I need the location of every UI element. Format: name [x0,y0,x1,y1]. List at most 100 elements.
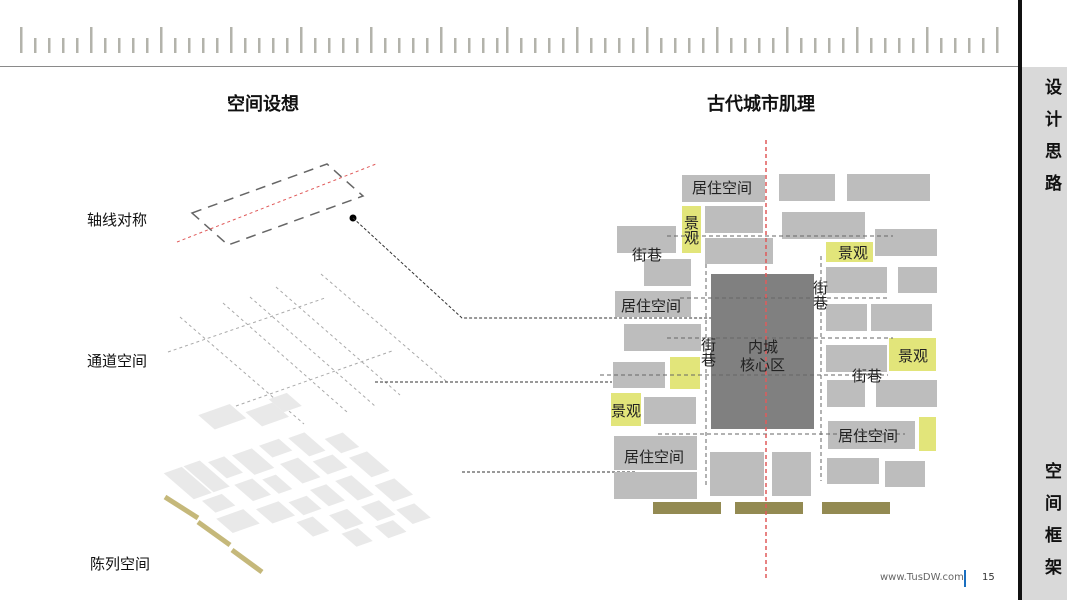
map-label-residential: 居住空间 [624,448,685,466]
landscape-block [826,242,873,262]
display-block [361,500,396,522]
ruler-tick [76,38,79,53]
ruler-tick [954,38,957,53]
ruler-tick [426,38,429,53]
ruler-tick [646,27,649,53]
ruler-tick [716,27,719,53]
ruler-tick [342,38,345,53]
display-block [268,392,302,413]
ruler-tick [548,38,551,53]
display-block [216,509,260,534]
label-channel-space: 通道空间 [87,352,148,370]
display-edge-strip [163,494,200,521]
sidebar-section-design-idea[interactable]: 设计思路 [1041,78,1061,206]
connector-lines [352,217,711,473]
ruler-tick [744,38,747,53]
ruler-tick [454,38,457,53]
ruler-tick [272,38,275,53]
display-block [232,448,275,475]
building-block [827,380,865,407]
display-block [202,493,236,513]
ruler-tick [300,27,303,53]
ruler-tick [828,38,831,53]
display-block [288,432,326,457]
ruler-tick [772,38,775,53]
building-block [885,461,925,487]
building-block [898,267,937,293]
ruler-tick [604,38,607,53]
ruler-tick [20,27,23,53]
axis-symmetry-diagram [176,163,377,246]
display-block [245,402,290,427]
ruler-tick [412,38,415,53]
display-block [349,451,390,478]
display-block [208,456,243,479]
city-wall-segment [735,502,803,514]
sidebar-panel [1022,67,1067,600]
ruler-tick [286,38,289,53]
building-block [705,238,773,264]
building-block [828,421,915,449]
map-label-residential: 居住空间 [621,297,682,315]
building-block [617,226,676,253]
building-block [827,458,879,484]
footer-url[interactable]: www.TusDW.com [880,572,964,583]
landscape-block [919,417,936,451]
ruler-tick [62,38,65,53]
sidebar-section-space-framework[interactable]: 空间框架 [1041,462,1061,590]
ruler-tick [562,38,565,53]
channel-grid-diagram [167,273,448,425]
map-label-landscape: 景观 [838,244,869,262]
landscape-block [889,338,936,371]
building-block [614,436,697,470]
ruler-tick [940,38,943,53]
building-block [644,259,691,286]
label-display-space: 陈列空间 [90,555,151,573]
building-block [826,304,867,331]
ruler-tick [482,38,485,53]
map-label-landscape: 景观 [682,215,700,245]
ruler-tick [618,38,621,53]
display-block [198,403,247,430]
map-label-alley: 街巷 [852,367,883,385]
page-number: 15 [982,572,995,583]
right-title: 古代城市肌理 [707,94,815,115]
ruler-tick [440,27,443,53]
display-block [296,516,330,537]
display-block [288,495,322,516]
ruler-tick [104,38,107,53]
map-label-residential: 居住空间 [838,427,899,445]
ruler-tick [398,38,401,53]
ruler-tick [576,27,579,53]
building-block [682,175,765,202]
city-wall-segment [653,502,721,514]
ruler-tick [982,38,985,53]
footer-separator [964,570,966,587]
ruler-tick [216,38,219,53]
ruler-tick [674,38,677,53]
ruler-tick [230,27,233,53]
ruler-tick [202,38,205,53]
building-block [871,304,932,331]
ruler-tick [688,38,691,53]
ruler-tick [870,38,873,53]
building-block [705,206,763,233]
ruler-tick [90,27,93,53]
ruler-tick [356,38,359,53]
label-axis-symmetry: 轴线对称 [87,211,148,229]
display-block [310,484,345,507]
ruler-tick [856,27,859,53]
ruler-tick [968,38,971,53]
ruler-tick [884,38,887,53]
city-wall-segment [822,502,890,514]
building-block [615,291,691,317]
ruler-tick [660,38,663,53]
sidebar-divider [1018,0,1022,600]
map-label-landscape: 景观 [611,402,642,420]
landscape-block [670,357,700,389]
building-block [782,212,865,239]
ruler-tick [188,38,191,53]
building-block [826,345,887,372]
header-divider [0,66,1020,67]
